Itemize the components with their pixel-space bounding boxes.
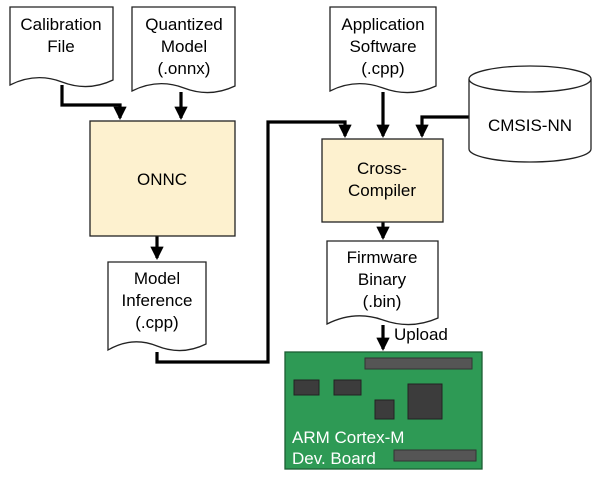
board-mcu-chip [407, 383, 443, 420]
board-line-1: ARM Cortex-M [292, 428, 404, 447]
model-inference-line-3: (.cpp) [135, 313, 178, 332]
model-inference-line-1: Model [134, 269, 180, 288]
cmsis-nn-label: CMSIS-NN [488, 116, 572, 135]
quantized-model-line-1: Quantized [145, 15, 223, 34]
cross-compiler-node: Cross- Compiler [321, 138, 444, 223]
firmware-binary-line-3: (.bin) [363, 292, 402, 311]
onnc-node: ONNC [89, 120, 236, 237]
cmsis-nn-node: CMSIS-NN [468, 65, 592, 163]
model-inference-node: Model Inference (.cpp) [107, 261, 207, 352]
board-chip-small-2 [333, 379, 362, 396]
dev-board-node: ARM Cortex-M Dev. Board [284, 351, 483, 470]
cross-compiler-line-1: Cross- [357, 159, 407, 178]
board-header-top [364, 357, 473, 370]
board-chip-small-1 [293, 379, 320, 396]
application-software-line-1: Application [341, 15, 424, 34]
application-software-line-3: (.cpp) [361, 59, 404, 78]
firmware-binary-node: Firmware Binary (.bin) [326, 240, 439, 326]
board-header-bottom [393, 449, 477, 462]
edge-calibration-to-onnc [60, 85, 127, 121]
firmware-binary-line-2: Binary [358, 270, 407, 289]
calibration-file-line-1: Calibration [20, 15, 101, 34]
board-chip-small-3 [374, 399, 395, 420]
quantized-model-node: Quantized Model (.onnx) [131, 6, 236, 94]
model-inference-line-2: Inference [122, 291, 193, 310]
onnc-label: ONNC [137, 170, 187, 189]
board-line-2: Dev. Board [292, 449, 376, 468]
firmware-binary-line-1: Firmware [347, 248, 418, 267]
application-software-node: Application Software (.cpp) [329, 6, 437, 94]
calibration-file-node: Calibration File [9, 6, 114, 88]
application-software-line-2: Software [349, 37, 416, 56]
cross-compiler-line-2: Compiler [348, 181, 416, 200]
edge-inference-to-crosscompiler [155, 120, 352, 364]
connectors: Upload [60, 85, 469, 364]
upload-label: Upload [394, 325, 448, 344]
edge-cmsis-to-crosscompiler [415, 115, 469, 139]
quantized-model-line-3: (.onnx) [158, 59, 211, 78]
calibration-file-line-2: File [47, 37, 74, 56]
quantized-model-line-2: Model [161, 37, 207, 56]
